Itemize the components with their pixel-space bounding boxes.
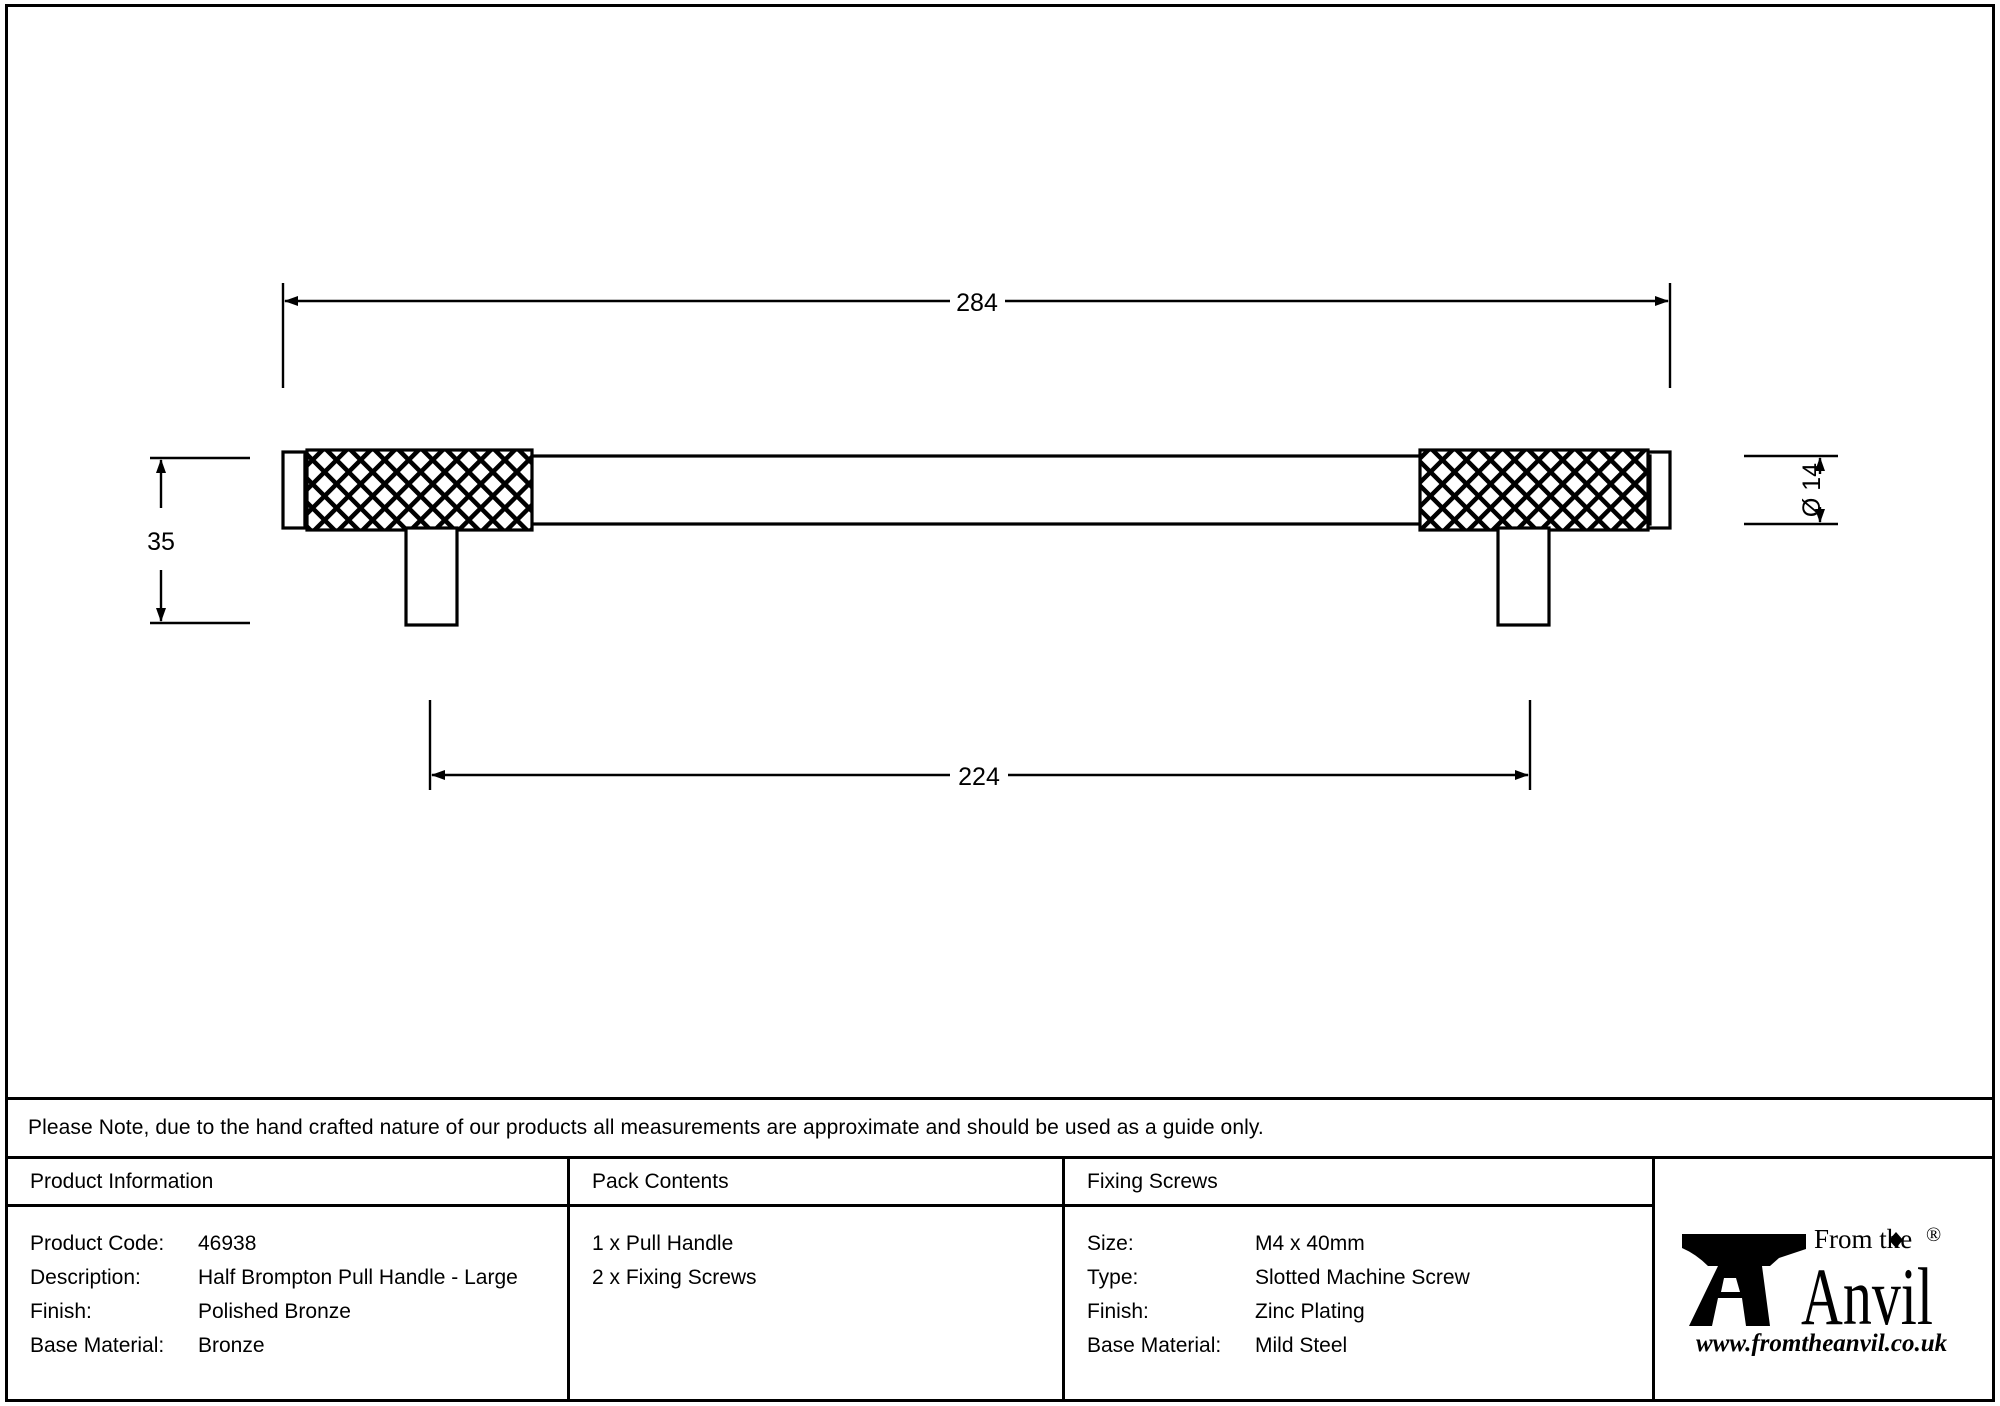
table-row: Type: Slotted Machine Screw xyxy=(1087,1261,1652,1295)
screw-base-material-value: Mild Steel xyxy=(1255,1334,1348,1357)
finish-value: Polished Bronze xyxy=(198,1300,351,1323)
dimension-35-label: 35 xyxy=(147,528,175,556)
screw-finish-value: Zinc Plating xyxy=(1255,1300,1365,1323)
screw-size-value: M4 x 40mm xyxy=(1255,1232,1365,1255)
description-key: Description: xyxy=(30,1266,141,1289)
list-item: 2 x Fixing Screws xyxy=(592,1266,757,1289)
fixing-screws-column: Fixing Screws Size: M4 x 40mm Type: Slot… xyxy=(1065,1159,1655,1402)
screw-type-key: Type: xyxy=(1087,1266,1139,1289)
mounting-post-right xyxy=(1496,526,1551,627)
product-information-column: Product Information Product Code: 46938 … xyxy=(8,1159,570,1402)
brand-logo-column: From the Anvil ® www.fromtheanvil.co.uk xyxy=(1655,1159,1992,1402)
product-information-header: Product Information xyxy=(8,1159,567,1207)
knurled-grip-left xyxy=(305,448,534,532)
knurled-grip-right xyxy=(1418,448,1650,532)
product-code-key: Product Code: xyxy=(30,1232,165,1255)
dimension-284 xyxy=(281,283,1672,388)
logo-brand-text: Anvil xyxy=(1801,1251,1933,1342)
screw-finish-key: Finish: xyxy=(1087,1300,1149,1323)
anvil-icon xyxy=(1681,1233,1806,1326)
pack-contents-header: Pack Contents xyxy=(570,1159,1062,1207)
dimension-diameter-14 xyxy=(1744,454,1838,526)
brand-logo: From the Anvil ® www.fromtheanvil.co.uk xyxy=(1655,1159,1992,1402)
fixing-screws-body: Size: M4 x 40mm Type: Slotted Machine Sc… xyxy=(1065,1207,1652,1363)
logo-registered-mark: ® xyxy=(1926,1224,1941,1246)
dimension-diameter-14-label: Ø 14 xyxy=(1798,463,1826,517)
table-row: Size: M4 x 40mm xyxy=(1087,1227,1652,1261)
dimension-284-label: 284 xyxy=(956,289,998,317)
sheet-border xyxy=(5,4,1995,1402)
dimension-35 xyxy=(150,456,250,625)
finish-key: Finish: xyxy=(30,1300,92,1323)
base-material-value: Bronze xyxy=(198,1334,265,1357)
info-table: Product Information Product Code: 46938 … xyxy=(8,1159,1992,1402)
table-row: Finish: Zinc Plating xyxy=(1087,1295,1652,1329)
table-row: Description: Half Brompton Pull Handle -… xyxy=(30,1261,567,1295)
pack-contents-column: Pack Contents 1 x Pull Handle 2 x Fixing… xyxy=(570,1159,1065,1402)
pack-contents-body: 1 x Pull Handle 2 x Fixing Screws xyxy=(570,1207,1062,1295)
mounting-post-left xyxy=(404,526,459,627)
description-value: Half Brompton Pull Handle - Large xyxy=(198,1266,518,1289)
base-material-key: Base Material: xyxy=(30,1334,165,1357)
list-item: 1 x Pull Handle xyxy=(592,1232,734,1255)
product-code-value: 46938 xyxy=(198,1232,257,1255)
table-row: Base Material: Bronze xyxy=(30,1329,567,1363)
screw-type-value: Slotted Machine Screw xyxy=(1255,1266,1470,1289)
fixing-screws-header: Fixing Screws xyxy=(1065,1159,1652,1207)
screw-size-key: Size: xyxy=(1087,1232,1134,1255)
dimension-224 xyxy=(428,700,1532,790)
table-row: Product Code: 46938 xyxy=(30,1227,567,1261)
diamond-icon xyxy=(1888,1231,1903,1248)
product-information-body: Product Code: 46938 Description: Half Br… xyxy=(8,1207,567,1363)
measurement-note-row: Please Note, due to the hand crafted nat… xyxy=(8,1097,1992,1159)
dimension-224-label: 224 xyxy=(958,763,1000,791)
table-row: Base Material: Mild Steel xyxy=(1087,1329,1652,1363)
measurement-note: Please Note, due to the hand crafted nat… xyxy=(28,1116,1264,1139)
screw-base-material-key: Base Material: xyxy=(1087,1334,1222,1357)
left-end-cap xyxy=(281,450,307,530)
logo-website-text: www.fromtheanvil.co.uk xyxy=(1696,1330,1948,1356)
table-row: Finish: Polished Bronze xyxy=(30,1295,567,1329)
